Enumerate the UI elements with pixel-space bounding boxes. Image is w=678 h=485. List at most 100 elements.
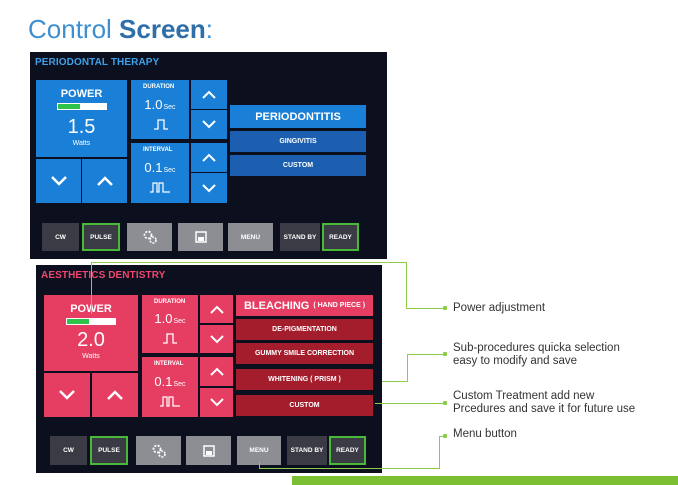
duration-value: 1.0Sec bbox=[154, 311, 186, 326]
interval-up-button[interactable] bbox=[191, 143, 227, 172]
cw-button[interactable]: CW bbox=[42, 223, 79, 251]
pulse-wave-icon bbox=[154, 119, 168, 130]
chevron-up-icon bbox=[96, 176, 113, 186]
save-button[interactable] bbox=[178, 223, 223, 251]
procedure-custom[interactable]: CUSTOM bbox=[236, 395, 373, 416]
standby-button[interactable]: STAND BY bbox=[287, 436, 327, 465]
ready-button[interactable]: READY bbox=[329, 436, 366, 465]
save-icon bbox=[194, 231, 207, 243]
power-unit: Watts bbox=[82, 353, 100, 360]
chevron-down-icon bbox=[202, 120, 216, 129]
interval-panel: INTERVAL 0.1Sec bbox=[131, 143, 189, 203]
settings-button[interactable] bbox=[136, 436, 181, 465]
duration-label: DURATION bbox=[154, 299, 186, 305]
standby-button[interactable]: STAND BY bbox=[280, 223, 320, 251]
cw-button[interactable]: CW bbox=[50, 436, 87, 465]
chevron-down-icon bbox=[209, 398, 224, 407]
duration-down-button[interactable] bbox=[200, 325, 233, 353]
callout-line bbox=[439, 436, 440, 469]
power-level-bar bbox=[66, 318, 116, 325]
menu-button[interactable]: MENU bbox=[237, 436, 281, 465]
procedure-gingivitis[interactable]: GINGIVITIS bbox=[230, 131, 366, 152]
interval-value: 0.1Sec bbox=[154, 374, 186, 389]
callout-line bbox=[382, 381, 408, 382]
page-title: Control Screen: bbox=[28, 14, 214, 44]
chevron-up-icon bbox=[202, 153, 216, 162]
procedure-bleaching[interactable]: BLEACHING( HAND PIECE ) bbox=[236, 295, 373, 316]
screen-title: PERIODONTAL THERAPY bbox=[35, 57, 160, 68]
duration-up-button[interactable] bbox=[191, 80, 227, 109]
chevron-down-icon bbox=[202, 183, 216, 192]
interval-down-button[interactable] bbox=[200, 388, 233, 417]
interval-wave-icon bbox=[160, 396, 180, 407]
callout-line bbox=[91, 262, 92, 314]
duration-panel: DURATION 1.0Sec bbox=[142, 295, 198, 353]
chevron-up-icon bbox=[202, 90, 216, 99]
power-value: 2.0 bbox=[77, 329, 105, 351]
procedure-periodontitis[interactable]: PERIODONTITIS bbox=[230, 105, 366, 128]
power-unit: Watts bbox=[72, 140, 91, 147]
callout-line bbox=[406, 308, 445, 309]
callout-dot bbox=[443, 434, 447, 438]
power-panel: POWER 1.5 Watts bbox=[36, 80, 127, 157]
callout-line bbox=[407, 354, 408, 382]
interval-panel: INTERVAL 0.1Sec bbox=[142, 357, 198, 417]
interval-label: INTERVAL bbox=[143, 147, 173, 153]
pulse-button[interactable]: PULSE bbox=[90, 436, 128, 465]
power-up-button[interactable] bbox=[92, 373, 138, 417]
callout-dot bbox=[443, 352, 447, 356]
duration-label: DURATION bbox=[143, 84, 175, 90]
power-down-button[interactable] bbox=[36, 159, 81, 203]
procedure-gummy-smile[interactable]: GUMMY SMILE CORRECTION bbox=[236, 343, 373, 364]
duration-value: 1.0Sec bbox=[144, 97, 176, 112]
callout-dot bbox=[443, 306, 447, 310]
power-level-bar bbox=[57, 103, 107, 110]
settings-button[interactable] bbox=[127, 223, 172, 251]
duration-up-button[interactable] bbox=[200, 295, 233, 323]
power-value: 1.5 bbox=[67, 116, 96, 138]
duration-panel: DURATION 1.0Sec bbox=[131, 80, 189, 139]
callout-line bbox=[259, 462, 260, 468]
aesthetics-screen: AESTHETICS DENTISTRY POWER 2.0 Watts DUR… bbox=[36, 265, 382, 473]
pulse-button[interactable]: PULSE bbox=[82, 223, 120, 251]
callout-power: Power adjustment bbox=[453, 302, 546, 314]
gears-icon bbox=[152, 444, 166, 458]
procedure-de-pigmentation[interactable]: DE-PIGMENTATION bbox=[236, 319, 373, 340]
interval-down-button[interactable] bbox=[191, 173, 227, 203]
procedure-whitening[interactable]: WHITENING ( PRISM ) bbox=[236, 369, 373, 390]
power-label: POWER bbox=[60, 88, 103, 100]
decorative-strip bbox=[292, 476, 678, 485]
interval-label: INTERVAL bbox=[154, 361, 184, 367]
callout-line bbox=[91, 262, 406, 263]
ready-button[interactable]: READY bbox=[322, 223, 359, 251]
callout-line bbox=[375, 403, 445, 404]
power-up-button[interactable] bbox=[82, 159, 127, 203]
callout-line bbox=[407, 354, 445, 355]
callout-line bbox=[439, 436, 445, 437]
callout-line bbox=[406, 262, 407, 309]
duration-down-button[interactable] bbox=[191, 110, 227, 139]
interval-value: 0.1Sec bbox=[144, 160, 176, 175]
interval-wave-icon bbox=[150, 182, 170, 193]
chevron-down-icon bbox=[59, 390, 75, 400]
chevron-up-icon bbox=[209, 305, 224, 314]
menu-button[interactable]: MENU bbox=[228, 223, 273, 251]
periodontal-screen: PERIODONTAL THERAPY POWER 1.5 Watts DURA… bbox=[30, 52, 387, 259]
chevron-down-icon bbox=[50, 176, 67, 186]
power-down-button[interactable] bbox=[44, 373, 90, 417]
procedure-custom[interactable]: CUSTOM bbox=[230, 155, 366, 176]
pulse-wave-icon bbox=[163, 333, 177, 344]
chevron-down-icon bbox=[209, 334, 224, 343]
callout-line bbox=[259, 468, 439, 469]
interval-up-button[interactable] bbox=[200, 357, 233, 386]
chevron-up-icon bbox=[107, 390, 123, 400]
callout-menu: Menu button bbox=[453, 428, 517, 440]
save-button[interactable] bbox=[186, 436, 231, 465]
save-icon bbox=[202, 444, 215, 457]
callout-dot bbox=[443, 401, 447, 405]
screen-title: AESTHETICS DENTISTRY bbox=[41, 270, 166, 281]
gears-icon bbox=[143, 230, 157, 244]
chevron-up-icon bbox=[209, 367, 224, 376]
